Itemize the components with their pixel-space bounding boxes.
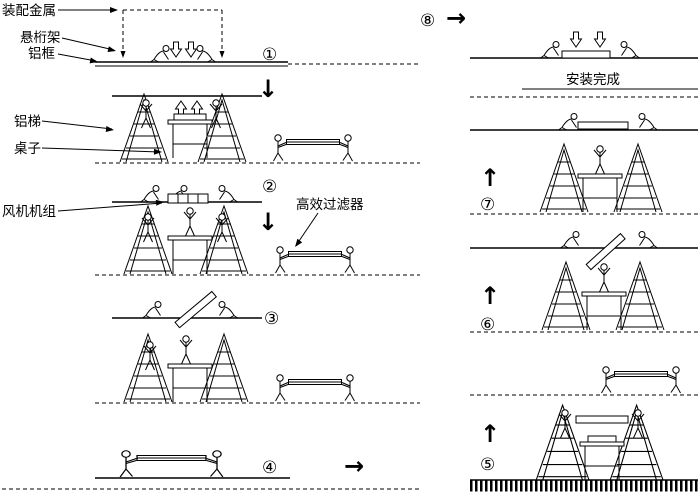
filter-on-table — [587, 435, 617, 443]
worker-figure — [218, 301, 238, 319]
worker-figure — [142, 301, 162, 319]
flow-arrow-up-2: ↑ — [480, 282, 500, 310]
step-number-6: ⑥ — [480, 315, 495, 335]
worker-figure — [620, 41, 640, 59]
step-number-2: ② — [262, 177, 277, 197]
workers-carrying-filter — [276, 375, 355, 401]
filter-panel-tilted — [174, 290, 218, 329]
leader-hepa-filter — [295, 212, 319, 247]
flow-arrow-up-3: ↑ — [480, 420, 500, 448]
step-number-4: ④ — [262, 458, 277, 478]
worker-figure — [558, 113, 578, 131]
worker-figure — [140, 185, 160, 203]
worker-figure — [150, 45, 170, 63]
flow-arrow-right-2: → — [446, 4, 466, 32]
workers-carrying-filter — [276, 247, 355, 273]
leader-table — [41, 147, 162, 155]
ceiling-grid-rail — [95, 61, 420, 67]
worker-figure — [183, 207, 197, 237]
down-arrow-icon — [594, 31, 606, 48]
filter-on-table — [173, 113, 207, 121]
down-arrow-icon — [570, 31, 582, 48]
step-number-7: ⑦ — [480, 195, 495, 215]
filter-panel — [561, 50, 611, 59]
dimension-lines — [120, 9, 225, 58]
scene-step-2: ② 风机机组 ↓ 高效过滤器 — [2, 177, 420, 276]
scene-step-5: ↑ ⑤ — [470, 367, 698, 492]
label-truss: 悬桁架 — [20, 30, 61, 46]
flow-arrow-down-2: ↓ — [258, 208, 278, 236]
down-arrow-icon — [170, 41, 182, 58]
workers-carrying-filter — [274, 135, 353, 161]
label-table: 桌子 — [14, 141, 41, 157]
down-arrow-icon — [185, 41, 197, 58]
step-number-8: ⑧ — [420, 11, 435, 31]
work-table — [581, 291, 627, 331]
step-number-5: ⑤ — [480, 455, 495, 475]
scene-step-1: 装配金属 悬桁架 铝框 ① ↓ — [2, 3, 420, 103]
workers-carrying-filter — [602, 367, 681, 393]
scene-step-6: ↑ ⑥ — [470, 231, 698, 335]
flow-arrow-right-1: → — [344, 452, 364, 480]
filter-panel — [577, 121, 629, 130]
leader-aluminum-ladder — [41, 120, 114, 132]
work-table — [167, 363, 213, 403]
fan-unit — [167, 193, 209, 204]
workers-carrying-filter — [120, 451, 223, 477]
worker-figure — [593, 145, 607, 175]
scene-step-7: ↑ ⑦ — [470, 113, 698, 215]
leader-fan-unit — [57, 199, 164, 212]
worker-figure — [638, 113, 658, 131]
filter-panel — [575, 415, 629, 424]
flow-arrow-up-1: ↑ — [480, 164, 500, 192]
step-number-1: ① — [262, 45, 277, 65]
label-hepa-filter: 高效过滤器 — [296, 196, 364, 213]
worker-figure — [560, 231, 580, 249]
label-aluminum-ladder: 铝梯 — [14, 114, 41, 130]
work-table — [577, 173, 623, 213]
worker-figure — [196, 45, 216, 63]
scene-step-4: ④ → — [2, 451, 420, 490]
label-aluminum-frame: 铝框 — [28, 46, 55, 62]
scene-lift-prep: 铝梯 桌子 — [14, 93, 420, 164]
label-install-complete: 安装完成 — [566, 72, 620, 88]
worker-figure — [638, 231, 658, 249]
filter-panel-tilted — [585, 232, 626, 271]
worker-figure — [218, 185, 238, 203]
flow-arrow-down-1: ↓ — [258, 75, 278, 103]
leader-truss — [61, 37, 116, 52]
leader-assembly-metal — [58, 7, 118, 13]
worker-figure — [540, 41, 560, 59]
label-fan-unit: 风机机组 — [2, 204, 56, 220]
scene-step-8: ⑧ → 安装完成 — [420, 4, 698, 98]
worker-figure — [179, 335, 193, 365]
scene-step-3: ③ — [95, 290, 420, 404]
work-table — [167, 119, 213, 159]
step-number-3: ③ — [264, 309, 279, 329]
leader-aluminum-frame — [57, 53, 98, 64]
work-table — [167, 235, 213, 275]
worker-figure — [597, 263, 611, 293]
label-assembly-metal: 装配金属 — [2, 3, 56, 19]
